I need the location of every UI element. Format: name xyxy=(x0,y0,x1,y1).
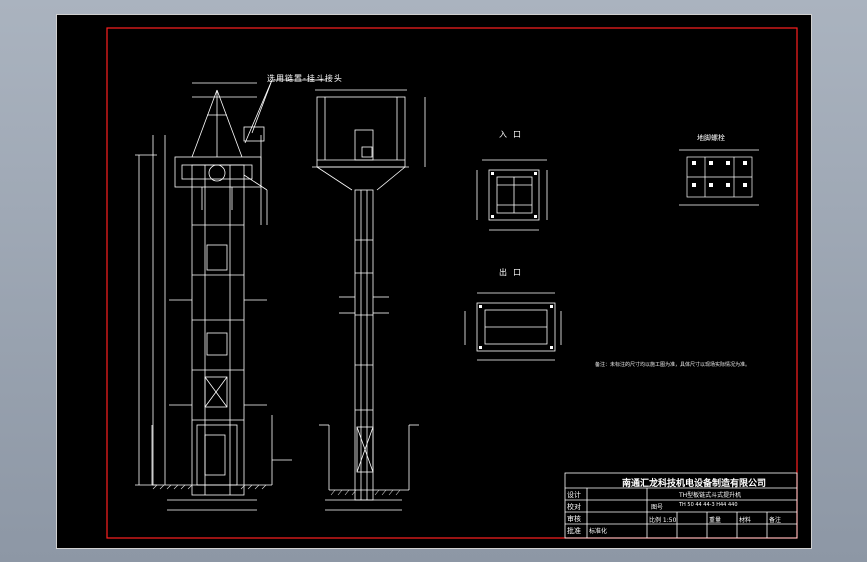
title-row-value: TH型板链式斗式提升机 xyxy=(679,492,742,499)
drawing-canvas xyxy=(106,27,798,539)
bottom-cell: 材料 xyxy=(739,517,752,524)
inlet-detail xyxy=(476,159,548,231)
inlet-bolt-holes xyxy=(491,172,537,218)
bottom-cell: 标准化 xyxy=(589,528,608,535)
inlet-title: 入口 xyxy=(499,130,527,139)
title-row-label: 设计 xyxy=(567,491,581,499)
ground-hatch-middle xyxy=(330,489,401,496)
title-row-label: 审核 xyxy=(567,515,581,523)
leader-note: 选用链置-挂斗接头 xyxy=(267,74,343,83)
title-row-value: 图号 xyxy=(651,504,664,511)
cad-viewport[interactable]: 选用链置-挂斗接头 入口 出口 地脚螺栓 备注：未标注的尺寸均以施工图为准，具体… xyxy=(56,14,812,549)
anchor-bolt-detail xyxy=(679,149,759,206)
bottom-cell: 备注 xyxy=(769,517,782,524)
title-block-frame xyxy=(564,472,798,539)
outlet-title: 出口 xyxy=(499,268,527,277)
title-row-label: 校对 xyxy=(567,503,581,511)
title-row-label: 批准 xyxy=(567,527,581,535)
outlet-bolt-holes xyxy=(479,305,553,349)
outlet-detail xyxy=(464,292,562,361)
bottom-cell: 重量 xyxy=(709,517,722,524)
scale-value: 比例 1:50 xyxy=(649,517,677,524)
drawing-border xyxy=(106,27,798,539)
drawing-number: TH 50 44 44-3 H44 440 xyxy=(679,502,738,508)
ground-hatch-left xyxy=(152,484,267,490)
footnote: 备注：未标注的尺寸均以施工图为准，具体尺寸以现场实际情况为准。 xyxy=(595,362,751,368)
anchor-bolt-holes xyxy=(692,161,747,187)
company-name: 南通汇龙科技机电设备制造有限公司 xyxy=(622,479,767,489)
elevator-front-view xyxy=(312,89,426,511)
anchor-bolt-title: 地脚螺栓 xyxy=(697,134,725,142)
